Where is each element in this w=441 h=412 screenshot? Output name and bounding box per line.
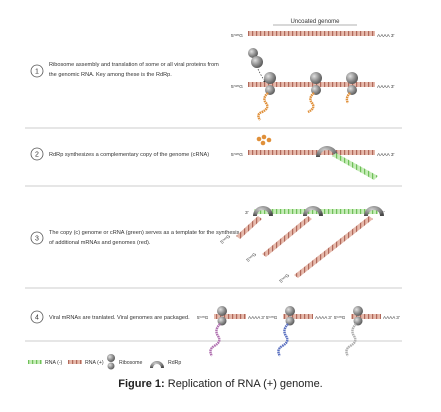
ribosome-icon xyxy=(285,316,295,326)
section-dividers xyxy=(25,127,402,342)
rna-plus-strand xyxy=(236,216,262,239)
ribosome-icon xyxy=(217,306,227,316)
protein-dot xyxy=(261,134,267,140)
poly-a-label: AAAA 3' xyxy=(315,315,332,320)
rna-plus-strand xyxy=(351,314,381,319)
ribosome-icon xyxy=(251,56,263,68)
translating-ribosome xyxy=(307,72,322,114)
step-number: 4 xyxy=(35,315,39,322)
rna-minus-strand xyxy=(254,209,378,214)
rna-plus-strand xyxy=(214,314,246,319)
section-3-artwork: 3' 5' 5'ⁿᵐG 5'ⁿᵐG 5'ⁿᵐG xyxy=(219,205,385,284)
protein-dot xyxy=(256,136,262,142)
rna-minus-strand xyxy=(332,153,378,180)
cap-label: 5'ⁿᵐG xyxy=(334,315,346,320)
step-3: 3 The copy (c) genome or cRNA (green) se… xyxy=(30,230,239,246)
step-text-line: of additional mRNAs and genomes (red). xyxy=(49,240,151,246)
translating-ribosome xyxy=(345,72,358,104)
ribosome-icon xyxy=(217,316,227,326)
protein-chain xyxy=(307,92,315,114)
legend-rna-minus-swatch xyxy=(28,360,42,364)
rdrp-icon xyxy=(303,205,323,216)
figure-caption-prefix: Figure 1: xyxy=(118,378,165,390)
legend-rdrp-icon xyxy=(150,361,164,368)
step-1: 1 Ribosome assembly and translation of s… xyxy=(30,62,219,78)
protein-chain xyxy=(345,323,357,357)
step-text-line: RdRp synthesizes a complementary copy of… xyxy=(49,152,209,158)
translating-ribosome xyxy=(257,72,276,121)
legend-ribosome-label: Ribosome xyxy=(119,360,142,366)
ribosome-icon xyxy=(353,316,363,326)
poly-a-label: AAAA 3' xyxy=(377,33,395,39)
legend: RNA (-) RNA (+) Ribosome RdRp xyxy=(28,354,181,370)
poly-a-label: AAAA 3' xyxy=(383,315,400,320)
legend-rna-plus-swatch xyxy=(68,360,82,364)
arrow-icon xyxy=(257,68,267,83)
step-2: 2 RdRp synthesizes a complementary copy … xyxy=(30,147,209,161)
rdrp-icon xyxy=(253,206,273,216)
legend-rna-plus-label: RNA (+) xyxy=(85,360,104,366)
cap-label: 5'ⁿᵐG xyxy=(266,315,278,320)
cap-label: 5'ⁿᵐG xyxy=(197,315,209,320)
legend-ribosome-icon xyxy=(107,362,115,370)
section-1-artwork: Uncoated genome 5'ⁿᵐG AAAA 3' 5'ⁿᵐG AAAA… xyxy=(231,19,395,121)
rdrp-icon xyxy=(364,206,384,216)
cap-label: 5'ⁿᵐG xyxy=(231,84,243,90)
poly-a-label: AAAA 3' xyxy=(377,152,395,158)
legend-rna-minus-label: RNA (-) xyxy=(45,360,63,366)
cap-label: 5'ⁿᵐG xyxy=(231,152,243,158)
rna-plus-strand xyxy=(283,314,313,319)
step-number: 3 xyxy=(35,236,39,243)
step-number-circle xyxy=(30,64,44,78)
uncoated-genome-label: Uncoated genome xyxy=(290,19,340,25)
protein-dot xyxy=(260,140,266,146)
ribosome-icon xyxy=(285,306,295,316)
figure-caption: Figure 1: Replication of RNA (+) genome. xyxy=(0,378,441,390)
three-prime-label: 3' xyxy=(245,210,249,216)
rdrp-icon xyxy=(316,146,338,157)
section-2-artwork: 5'ⁿᵐG AAAA 3' xyxy=(231,134,395,180)
rna-plus-strand xyxy=(248,150,375,155)
rna-plus-strand xyxy=(248,31,375,36)
poly-a-label: AAAA 3' xyxy=(248,315,265,320)
ribosome-icon xyxy=(264,72,276,84)
protein-chain xyxy=(345,92,351,104)
ribosome-icon xyxy=(353,306,363,316)
poly-a-label: AAAA 3' xyxy=(377,84,395,90)
cap-label: 5'ⁿᵐG xyxy=(219,233,231,244)
protein-chain xyxy=(257,92,269,121)
step-number-circle xyxy=(30,310,44,324)
cap-label: 5'ⁿᵐG xyxy=(231,33,243,39)
cap-label: 5'ⁿᵐG xyxy=(245,251,257,262)
step-number-circle xyxy=(30,147,44,161)
step-text-line: Ribosome assembly and translation of som… xyxy=(49,62,219,68)
ribosome-icon xyxy=(346,72,358,84)
step-4: 4 Viral mRNAs are tranlated. Viral genom… xyxy=(30,310,190,324)
step-text-line: The copy (c) genome or cRNA (green) serv… xyxy=(49,230,239,236)
protein-dot xyxy=(266,137,272,143)
step-number: 1 xyxy=(35,69,39,76)
cap-label: 5'ⁿᵐG xyxy=(278,272,290,283)
legend-ribosome-icon xyxy=(107,354,115,362)
step-number-circle xyxy=(30,231,44,245)
section-4-artwork: 5'ⁿᵐG AAAA 3' 5'ⁿᵐG AAAA 3' 5'ⁿᵐG AAAA 3… xyxy=(197,306,400,357)
rna-plus-strand xyxy=(262,216,312,257)
legend-rdrp-label: RdRp xyxy=(168,360,181,366)
protein-chain xyxy=(277,323,289,357)
step-number: 2 xyxy=(35,152,39,159)
rna-plus-strand xyxy=(294,216,373,278)
ribosome-icon xyxy=(310,72,322,84)
step-text-line: the genomic RNA. Key among these is the … xyxy=(49,72,172,78)
figure-caption-text: Replication of RNA (+) genome. xyxy=(164,378,323,390)
protein-chain xyxy=(209,323,221,357)
rna-plus-strand xyxy=(248,82,375,87)
ribosome-icon xyxy=(248,48,258,58)
step-text-line: Viral mRNAs are tranlated. Viral genomes… xyxy=(49,315,190,321)
